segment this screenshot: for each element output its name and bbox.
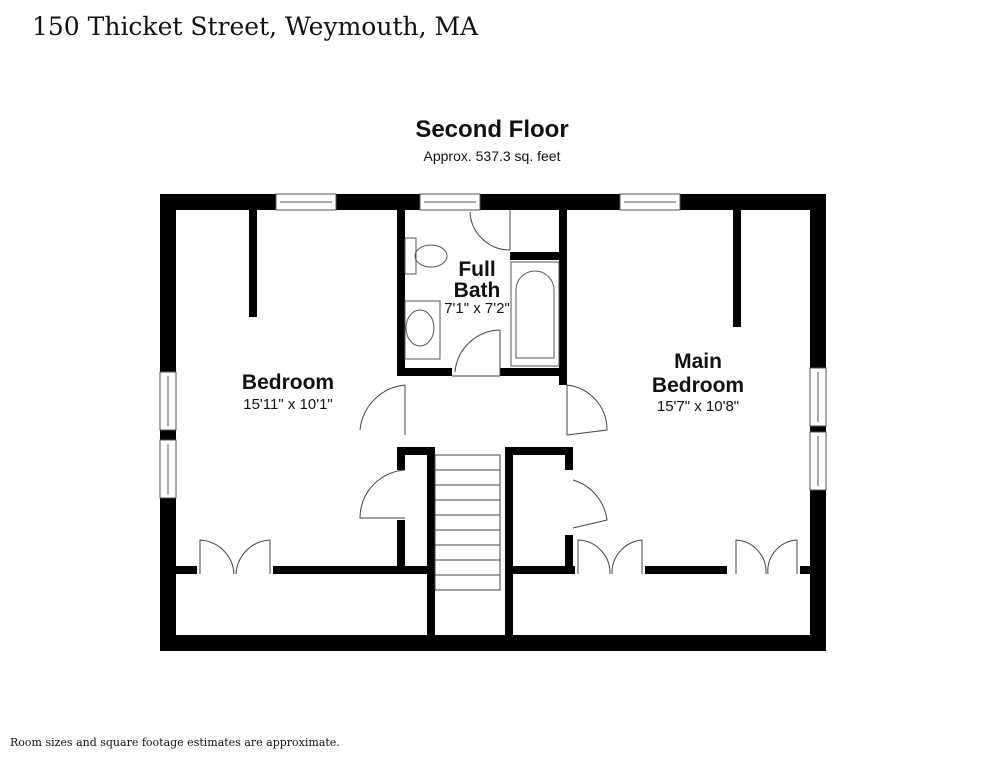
room-bedroom: Bedroom 15'11" x 10'1" <box>242 371 334 413</box>
room-name: Bedroom <box>242 371 334 394</box>
toilet-icon <box>404 237 448 275</box>
outer-wall-bottom <box>160 635 826 651</box>
room-dimensions: 15'7" x 10'8" <box>657 398 739 415</box>
disclaimer: Room sizes and square footage estimates … <box>10 736 340 749</box>
outer-wall-top <box>160 194 826 210</box>
room-name-line1: Main <box>674 350 722 373</box>
doors <box>199 210 798 575</box>
property-address-title: 150 Thicket Street, Weymouth, MA <box>32 12 479 41</box>
stairs <box>434 454 501 591</box>
floor-area: Approx. 537.3 sq. feet <box>423 148 561 164</box>
bath-fixtures <box>404 237 560 367</box>
windows <box>159 193 827 499</box>
room-main-bedroom: Main Bedroom 15'7" x 10'8" <box>652 350 744 415</box>
bathtub-icon <box>510 261 560 367</box>
room-name-line1: Full <box>458 258 495 281</box>
room-name-line2: Bath <box>454 279 501 302</box>
room-name-line2: Bedroom <box>652 374 744 397</box>
floor-name: Second Floor <box>415 116 569 143</box>
room-dimensions: 15'11" x 10'1" <box>243 396 333 413</box>
sink-icon <box>404 300 441 360</box>
room-full-bath: Full Bath 7'1" x 7'2" <box>444 258 510 317</box>
room-dimensions: 7'1" x 7'2" <box>444 300 510 317</box>
